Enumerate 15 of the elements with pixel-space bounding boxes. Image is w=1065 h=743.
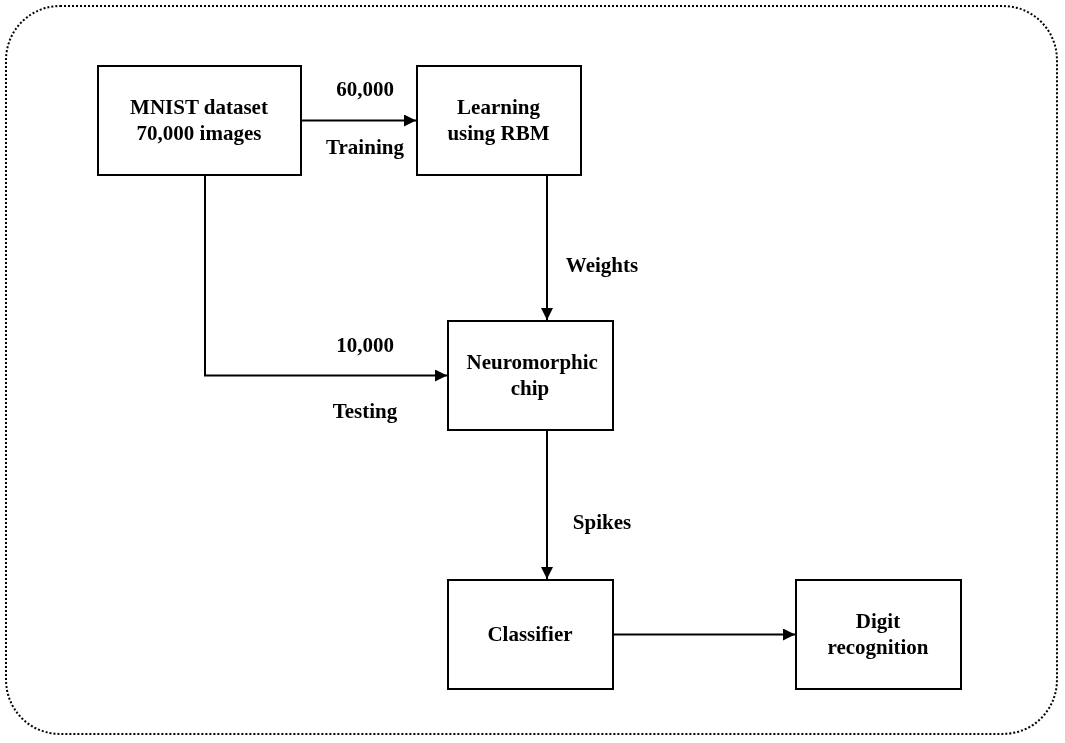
process-box [794,578,962,690]
arrow [541,430,553,580]
process-box [446,578,614,690]
arrow [301,114,417,127]
process-box [446,319,614,431]
box-label: Learning using RBM [446,93,551,147]
arrow [613,628,796,641]
process-box [96,64,302,176]
arrow [541,175,553,321]
process-box [415,64,582,176]
arrow [204,175,448,382]
box-label: Classifier [487,620,573,648]
dotted-frame [5,5,1058,735]
box-label: Digit recognition [826,607,930,661]
box-label: MNIST dataset 70,000 images [129,93,269,147]
